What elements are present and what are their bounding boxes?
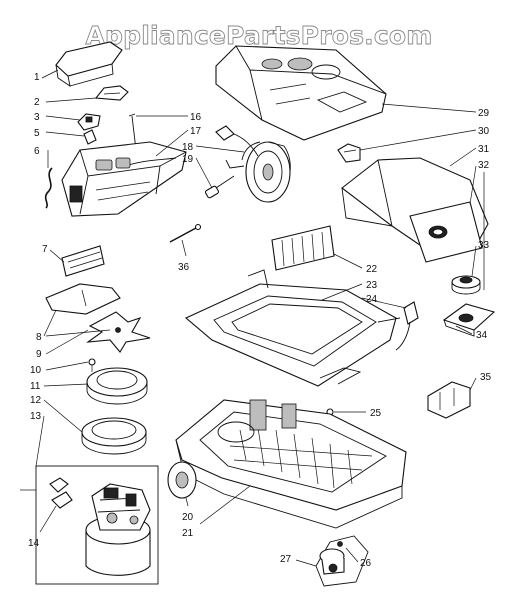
part-24-switch <box>377 301 419 351</box>
callout-11: 11 <box>30 381 41 392</box>
callout-10: 10 <box>30 365 42 376</box>
part-35-clip-bracket <box>427 381 471 419</box>
callout-7: 7 <box>42 244 48 255</box>
part-18-cord-reel <box>225 141 291 203</box>
callout-labels: 1 2 3 5 6 7 8 9 10 11 12 13 14 16 17 18 … <box>28 72 492 569</box>
part-19-fuse <box>204 175 235 199</box>
callout-18: 18 <box>182 142 194 153</box>
callout-26: 26 <box>360 558 372 569</box>
callout-14: 14 <box>28 538 40 549</box>
callout-29: 29 <box>478 108 490 119</box>
part-8-plate <box>45 283 121 315</box>
part-5-clip <box>83 129 97 145</box>
callout-3: 3 <box>34 112 40 123</box>
part-36-pin <box>169 223 202 243</box>
part-10-nut <box>88 358 96 372</box>
callout-1: 1 <box>34 72 40 83</box>
callout-34: 34 <box>476 330 488 341</box>
callout-23: 23 <box>366 280 378 291</box>
callout-12: 12 <box>30 395 42 406</box>
part-30-latch <box>337 143 361 163</box>
part-7-filter <box>61 245 105 277</box>
callout-13: 13 <box>30 411 42 422</box>
part-9-fan <box>86 311 151 353</box>
part-2-bracket <box>94 85 129 101</box>
part-12-gasket <box>81 417 147 455</box>
callout-24: 24 <box>366 294 378 305</box>
leader-lines <box>35 69 485 567</box>
base-housing <box>175 399 407 529</box>
part-14-brushes <box>49 477 73 509</box>
part-23-frame <box>184 269 397 387</box>
part-6-cord <box>44 167 53 209</box>
callout-31: 31 <box>478 144 490 155</box>
callout-35: 35 <box>480 372 492 383</box>
part-34-bag-holder <box>442 303 496 337</box>
callout-17: 17 <box>190 126 202 137</box>
callout-8: 8 <box>36 332 42 343</box>
part-33-seal <box>451 275 481 295</box>
callout-21: 21 <box>182 528 194 539</box>
callout-20: 20 <box>182 512 194 523</box>
part-29-top-housing <box>215 45 387 141</box>
cord-plug <box>215 125 259 157</box>
callout-30: 30 <box>478 126 490 137</box>
callout-16: 16 <box>190 112 202 123</box>
callout-9: 9 <box>36 349 42 360</box>
callout-19: 19 <box>182 154 194 165</box>
part-17-handle-assembly <box>61 141 187 217</box>
part-13-motor-assembly-box <box>20 465 159 585</box>
part-22-grill <box>271 225 335 271</box>
part-1-top-cover <box>55 41 123 87</box>
callout-32: 32 <box>478 160 490 171</box>
part-20-wheel <box>167 461 197 499</box>
callout-5: 5 <box>34 128 40 139</box>
part-3-switch <box>77 113 101 131</box>
part-32-filter-bag <box>409 201 483 263</box>
callout-6: 6 <box>34 146 40 157</box>
callout-36: 36 <box>178 262 190 273</box>
part-26-caster <box>315 535 369 587</box>
callout-25: 25 <box>370 408 382 419</box>
callout-22: 22 <box>366 264 378 275</box>
watermark-text: AppliancePartsPros.com <box>85 21 432 50</box>
part-11-ring <box>86 367 148 405</box>
callout-27: 27 <box>280 554 292 565</box>
callout-33: 33 <box>478 240 490 251</box>
motor <box>85 483 151 576</box>
callout-2: 2 <box>34 97 40 108</box>
